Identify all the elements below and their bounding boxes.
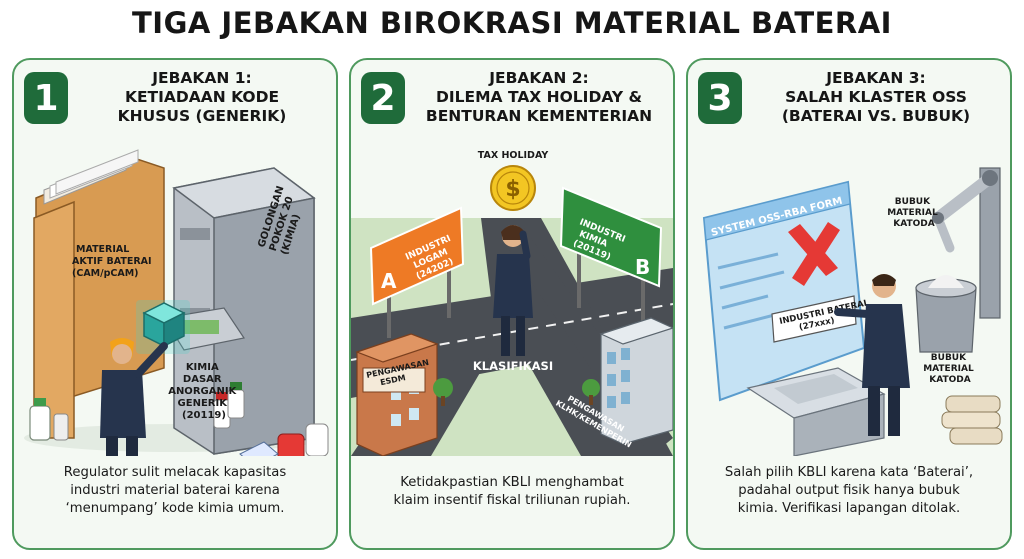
label-line: AKTIF BATERAI	[72, 256, 152, 267]
heading-line: JEBAKAN 1:	[152, 69, 252, 87]
label-line: KATODA	[929, 375, 971, 385]
sign-b-icon: B INDUSTRI KIMIA (20119)	[559, 186, 663, 328]
heading-line: KHUSUS (GENERIK)	[117, 107, 287, 125]
label-line: ANORGANIK	[168, 386, 237, 397]
bottles-icon	[29, 382, 329, 456]
illustration-oss-form: SYSTEM OSS-RBA FORM INDUSTRI BATERAI (27…	[702, 167, 1003, 456]
heading-line: KETIADAAN KODE	[124, 88, 280, 106]
illustration-generic-code: MATERIAL AKTIF BATERAI (CAM/pCAM) GOLONG…	[24, 149, 329, 456]
heading-line: DILEMA TAX HOLIDAY &	[436, 88, 642, 106]
label-line: MATERIAL	[923, 364, 974, 374]
caption-line: Salah pilih KBLI karena kata ‘Baterai’,	[724, 465, 974, 480]
heading-line: SALAH KLASTER OSS	[785, 88, 967, 106]
caption-line: Ketidakpastian KBLI menghambat	[400, 475, 624, 490]
red-cross-icon	[788, 222, 840, 286]
label-line: GENERIK	[178, 398, 229, 409]
panel-heading-2: JEBAKAN 2: DILEMA TAX HOLIDAY & BENTURAN…	[411, 69, 667, 126]
label-line: BUBUK	[895, 197, 931, 207]
panel-jebakan-3: 3 JEBAKAN 3: SALAH KLASTER OSS (BATERAI …	[686, 58, 1012, 550]
panel-caption-3: Salah pilih KBLI karena kata ‘Baterai’, …	[698, 464, 1000, 518]
heading-line: JEBAKAN 3:	[826, 69, 926, 87]
glowing-cube-icon	[136, 300, 190, 354]
road-label: KLASIFIKASI	[473, 359, 553, 373]
powder-drum-icon	[915, 275, 977, 353]
label-line: KATODA	[893, 219, 935, 229]
heading-line: BENTURAN KEMENTERIAN	[425, 107, 653, 125]
label-line: MATERIAL	[887, 208, 938, 218]
businesswoman-icon	[493, 225, 533, 356]
panel-caption-2: Ketidakpastian KBLI menghambat klaim ins…	[361, 474, 663, 510]
sign-a-letter: A	[381, 269, 397, 293]
step-badge-1: 1	[24, 72, 68, 124]
panel-jebakan-1: 1 JEBAKAN 1: KETIADAAN KODE KHUSUS (GENE…	[12, 58, 338, 550]
label-line: BUBUK	[931, 353, 967, 363]
step-badge-3: 3	[698, 72, 742, 124]
label-line: KIMIA	[186, 362, 219, 373]
caption-line: padahal output fisik hanya bubuk	[738, 483, 960, 498]
caption-line: industri material baterai karena	[70, 483, 280, 498]
building-klhk-icon	[599, 317, 673, 445]
sign-b-letter: B	[635, 255, 650, 279]
panel-caption-1: Regulator sulit melacak kapasitas indust…	[24, 464, 326, 518]
label-line: (20119)	[182, 410, 226, 421]
heading-line: JEBAKAN 2:	[489, 69, 589, 87]
tree-icon	[433, 378, 453, 406]
svg-text:INDUSTRI LOGAM: INDUSTRI LOGAM (24202)	[404, 233, 464, 283]
desk-icon	[746, 367, 886, 456]
panel-heading-1: JEBAKAN 1: KETIADAAN KODE KHUSUS (GENERI…	[74, 69, 330, 126]
panel-jebakan-2: 2 JEBAKAN 2: DILEMA TAX HOLIDAY & BENTUR…	[349, 58, 675, 550]
folder-label: MATERIAL AKTIF BATERAI (CAM/pCAM)	[72, 244, 155, 279]
step-badge-2: 2	[361, 72, 405, 124]
illustration-crossroads: A INDUSTRI LOGAM (24202) B INDUSTRI KIMI…	[351, 150, 673, 456]
svg-text:BUBUK MATERIAL KAT: BUBUK MATERIAL KATODA	[923, 353, 977, 385]
label-line: DASAR	[183, 374, 222, 385]
caption-line: klaim insentif fiskal triliunan rupiah.	[393, 493, 631, 508]
svg-text:BUBUK MATERIAL KAT: BUBUK MATERIAL KATODA	[887, 197, 941, 229]
businessman-icon	[834, 274, 910, 436]
tax-holiday-label: TAX HOLIDAY	[478, 150, 549, 161]
page-title: TIGA JEBAKAN BIROKRASI MATERIAL BATERAI	[132, 6, 892, 40]
tree-icon	[582, 379, 600, 405]
worker-icon	[100, 338, 168, 456]
caption-line: kimia. Verifikasi lapangan ditolak.	[737, 501, 961, 516]
caption-line: ‘menumpang’ kode kimia umum.	[65, 501, 285, 516]
label-line: MATERIAL	[76, 244, 129, 255]
label-line: (CAM/pCAM)	[72, 268, 139, 279]
building-esdm-icon	[355, 333, 439, 456]
robot-arm-icon	[932, 167, 1001, 319]
heading-line: (BATERAI VS. BUBUK)	[781, 107, 971, 125]
sacks-icon	[941, 395, 1003, 445]
svg-text:$: $	[505, 177, 520, 202]
caption-line: Regulator sulit melacak kapasitas	[63, 465, 287, 480]
coin-icon: $	[490, 165, 536, 211]
panel-heading-3: JEBAKAN 3: SALAH KLASTER OSS (BATERAI VS…	[748, 69, 1004, 126]
folder-icon	[33, 149, 165, 439]
sign-a-icon: A INDUSTRI LOGAM (24202)	[369, 206, 465, 338]
chemical-label: KIMIA DASAR ANORGANIK GENERIK (20119)	[168, 362, 240, 421]
